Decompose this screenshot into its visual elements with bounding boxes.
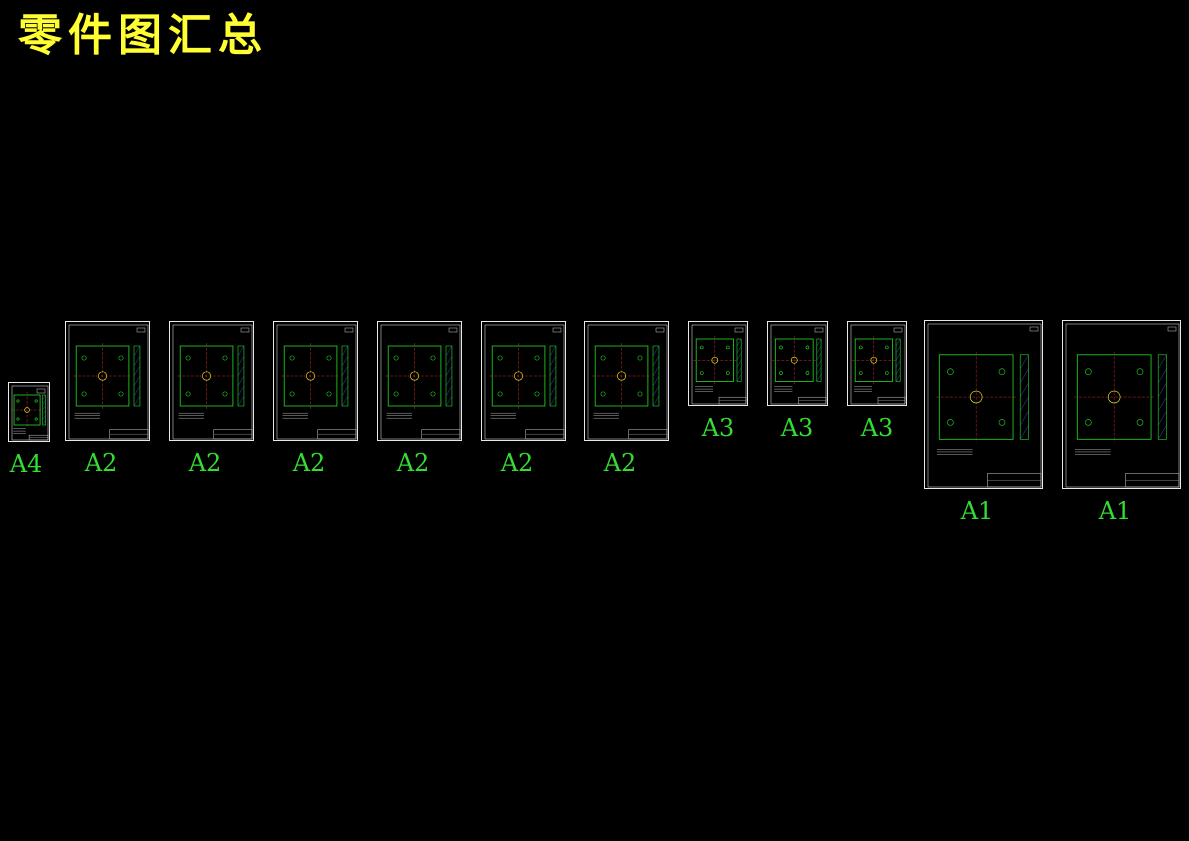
sheet-drawing <box>850 324 906 405</box>
sheet-size-label: A4 <box>9 450 43 478</box>
sheet-size-label: A1 <box>1098 497 1132 525</box>
drawing-sheet[interactable] <box>481 321 566 441</box>
sheet-size-label: A3 <box>701 414 735 442</box>
sheet-drawing <box>380 324 461 440</box>
drawing-sheet[interactable] <box>767 321 828 406</box>
drawing-sheet[interactable] <box>584 321 669 441</box>
sheet-size-label: A2 <box>84 449 118 477</box>
sheet-size-label: A2 <box>500 449 534 477</box>
sheet-drawing <box>276 324 357 440</box>
sheet-size-label: A2 <box>292 449 326 477</box>
drawing-sheet[interactable] <box>169 321 254 441</box>
sheet-size-label: A2 <box>396 449 430 477</box>
drawing-sheet[interactable] <box>924 320 1043 489</box>
drawing-sheet[interactable] <box>688 321 748 406</box>
drawing-sheet[interactable] <box>377 321 462 441</box>
sheet-drawing <box>172 324 253 440</box>
drawing-sheet[interactable] <box>65 321 150 441</box>
sheet-size-label: A2 <box>603 449 637 477</box>
sheet-drawing <box>11 385 49 441</box>
drawing-sheet[interactable] <box>273 321 358 441</box>
sheet-drawing <box>68 324 149 440</box>
sheet-drawing <box>587 324 668 440</box>
sheet-drawing <box>484 324 565 440</box>
drawing-sheet[interactable] <box>847 321 907 406</box>
drawing-sheet[interactable] <box>1062 320 1181 489</box>
sheet-size-label: A1 <box>960 497 994 525</box>
sheet-size-label: A3 <box>780 414 814 442</box>
sheet-drawing <box>1065 323 1180 488</box>
sheet-drawing <box>691 324 747 405</box>
sheet-size-label: A2 <box>188 449 222 477</box>
sheet-drawing <box>770 324 827 405</box>
drawing-sheet[interactable] <box>8 382 50 442</box>
page-title: 零件图汇总 <box>18 10 268 61</box>
sheet-size-label: A3 <box>860 414 894 442</box>
sheet-drawing <box>927 323 1042 488</box>
